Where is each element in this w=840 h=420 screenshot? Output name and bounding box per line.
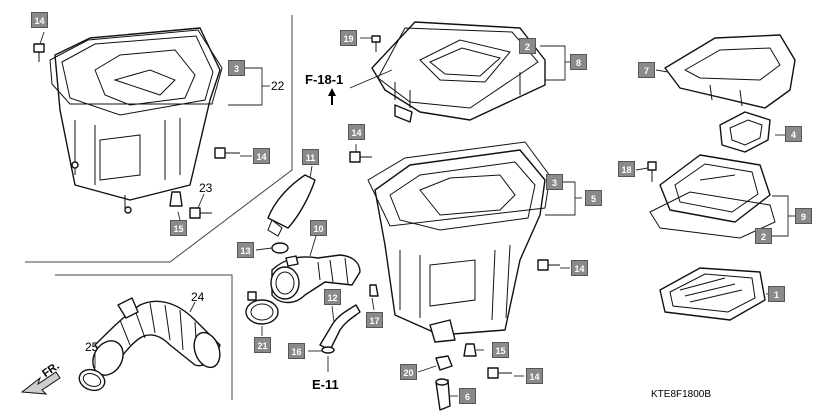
callout-19: 19 [340, 30, 357, 46]
nut-20 [435, 355, 453, 371]
callout-5: 5 [585, 190, 602, 206]
callout-21: 21 [254, 337, 271, 353]
bolt-14-d [537, 259, 560, 271]
callout-14: 14 [526, 368, 543, 384]
gasket-2-right [649, 191, 776, 239]
callout-13: 13 [237, 242, 254, 258]
bolt-14-b [214, 147, 240, 159]
intake-duct-11 [267, 174, 316, 237]
callout-6: 6 [459, 388, 476, 404]
reference-e-11: E-11 [312, 377, 339, 392]
hose-12 [319, 304, 361, 351]
arrow-shaft [331, 95, 333, 105]
joint-4 [719, 111, 771, 153]
intake-tube-24 [92, 297, 221, 376]
label-24: 24 [191, 290, 205, 304]
diagram-code: KTE8F1800B [651, 389, 712, 400]
label-23: 23 [199, 181, 213, 195]
callout-9: 9 [795, 208, 812, 224]
callout-14: 14 [253, 148, 270, 164]
clip-15-b [463, 343, 477, 357]
screw-18 [647, 161, 657, 182]
arrow-up-icon [328, 88, 336, 96]
clamp-13 [271, 242, 289, 254]
section-divider [25, 15, 293, 263]
callout-11: 11 [302, 149, 319, 165]
callout-17: 17 [366, 312, 383, 328]
screw-19 [371, 35, 381, 52]
air-cleaner-case-upper [54, 27, 221, 214]
element-cover-9 [659, 154, 771, 223]
housing-cover-8 [371, 21, 546, 123]
callout-2: 2 [755, 228, 772, 244]
callout-3: 3 [546, 174, 563, 190]
label-25: 25 [85, 340, 99, 354]
reference-f-18-1: F-18-1 [305, 72, 344, 87]
callout-2: 2 [519, 38, 536, 54]
callout-15: 15 [170, 220, 187, 236]
bolt-14-c [349, 151, 372, 163]
callout-18: 18 [618, 161, 635, 177]
callout-1: 1 [768, 286, 785, 302]
section-divider [55, 274, 233, 400]
callout-7: 7 [638, 62, 655, 78]
label-22: 22 [271, 79, 285, 93]
air-filter-element-1 [659, 267, 766, 321]
gasket-seal-22 [49, 29, 223, 105]
clip-17 [369, 284, 379, 297]
callout-20: 20 [400, 364, 417, 380]
drain-plug-6 [435, 378, 451, 411]
bolt-14-e [487, 367, 512, 379]
hose-clamp-25 [78, 368, 106, 392]
callout-15: 15 [492, 342, 509, 358]
callout-12: 12 [324, 289, 341, 305]
bolt-23 [189, 207, 212, 219]
gasket-2-top [377, 27, 539, 109]
callout-14: 14 [348, 124, 365, 140]
clip-16 [321, 346, 335, 354]
clamp-21 [245, 291, 279, 325]
connecting-tube-10 [270, 254, 361, 304]
callout-4: 4 [785, 126, 802, 142]
callout-8: 8 [570, 54, 587, 70]
callout-14: 14 [571, 260, 588, 276]
callout-10: 10 [310, 220, 327, 236]
callout-16: 16 [288, 343, 305, 359]
resonator-7 [664, 34, 796, 109]
air-cleaner-case-lower [374, 149, 546, 343]
clip-15-a [169, 191, 183, 207]
callout-3: 3 [228, 60, 245, 76]
front-arrow-icon [20, 371, 61, 395]
bolt-14-a [33, 43, 45, 62]
callout-14: 14 [31, 12, 48, 28]
